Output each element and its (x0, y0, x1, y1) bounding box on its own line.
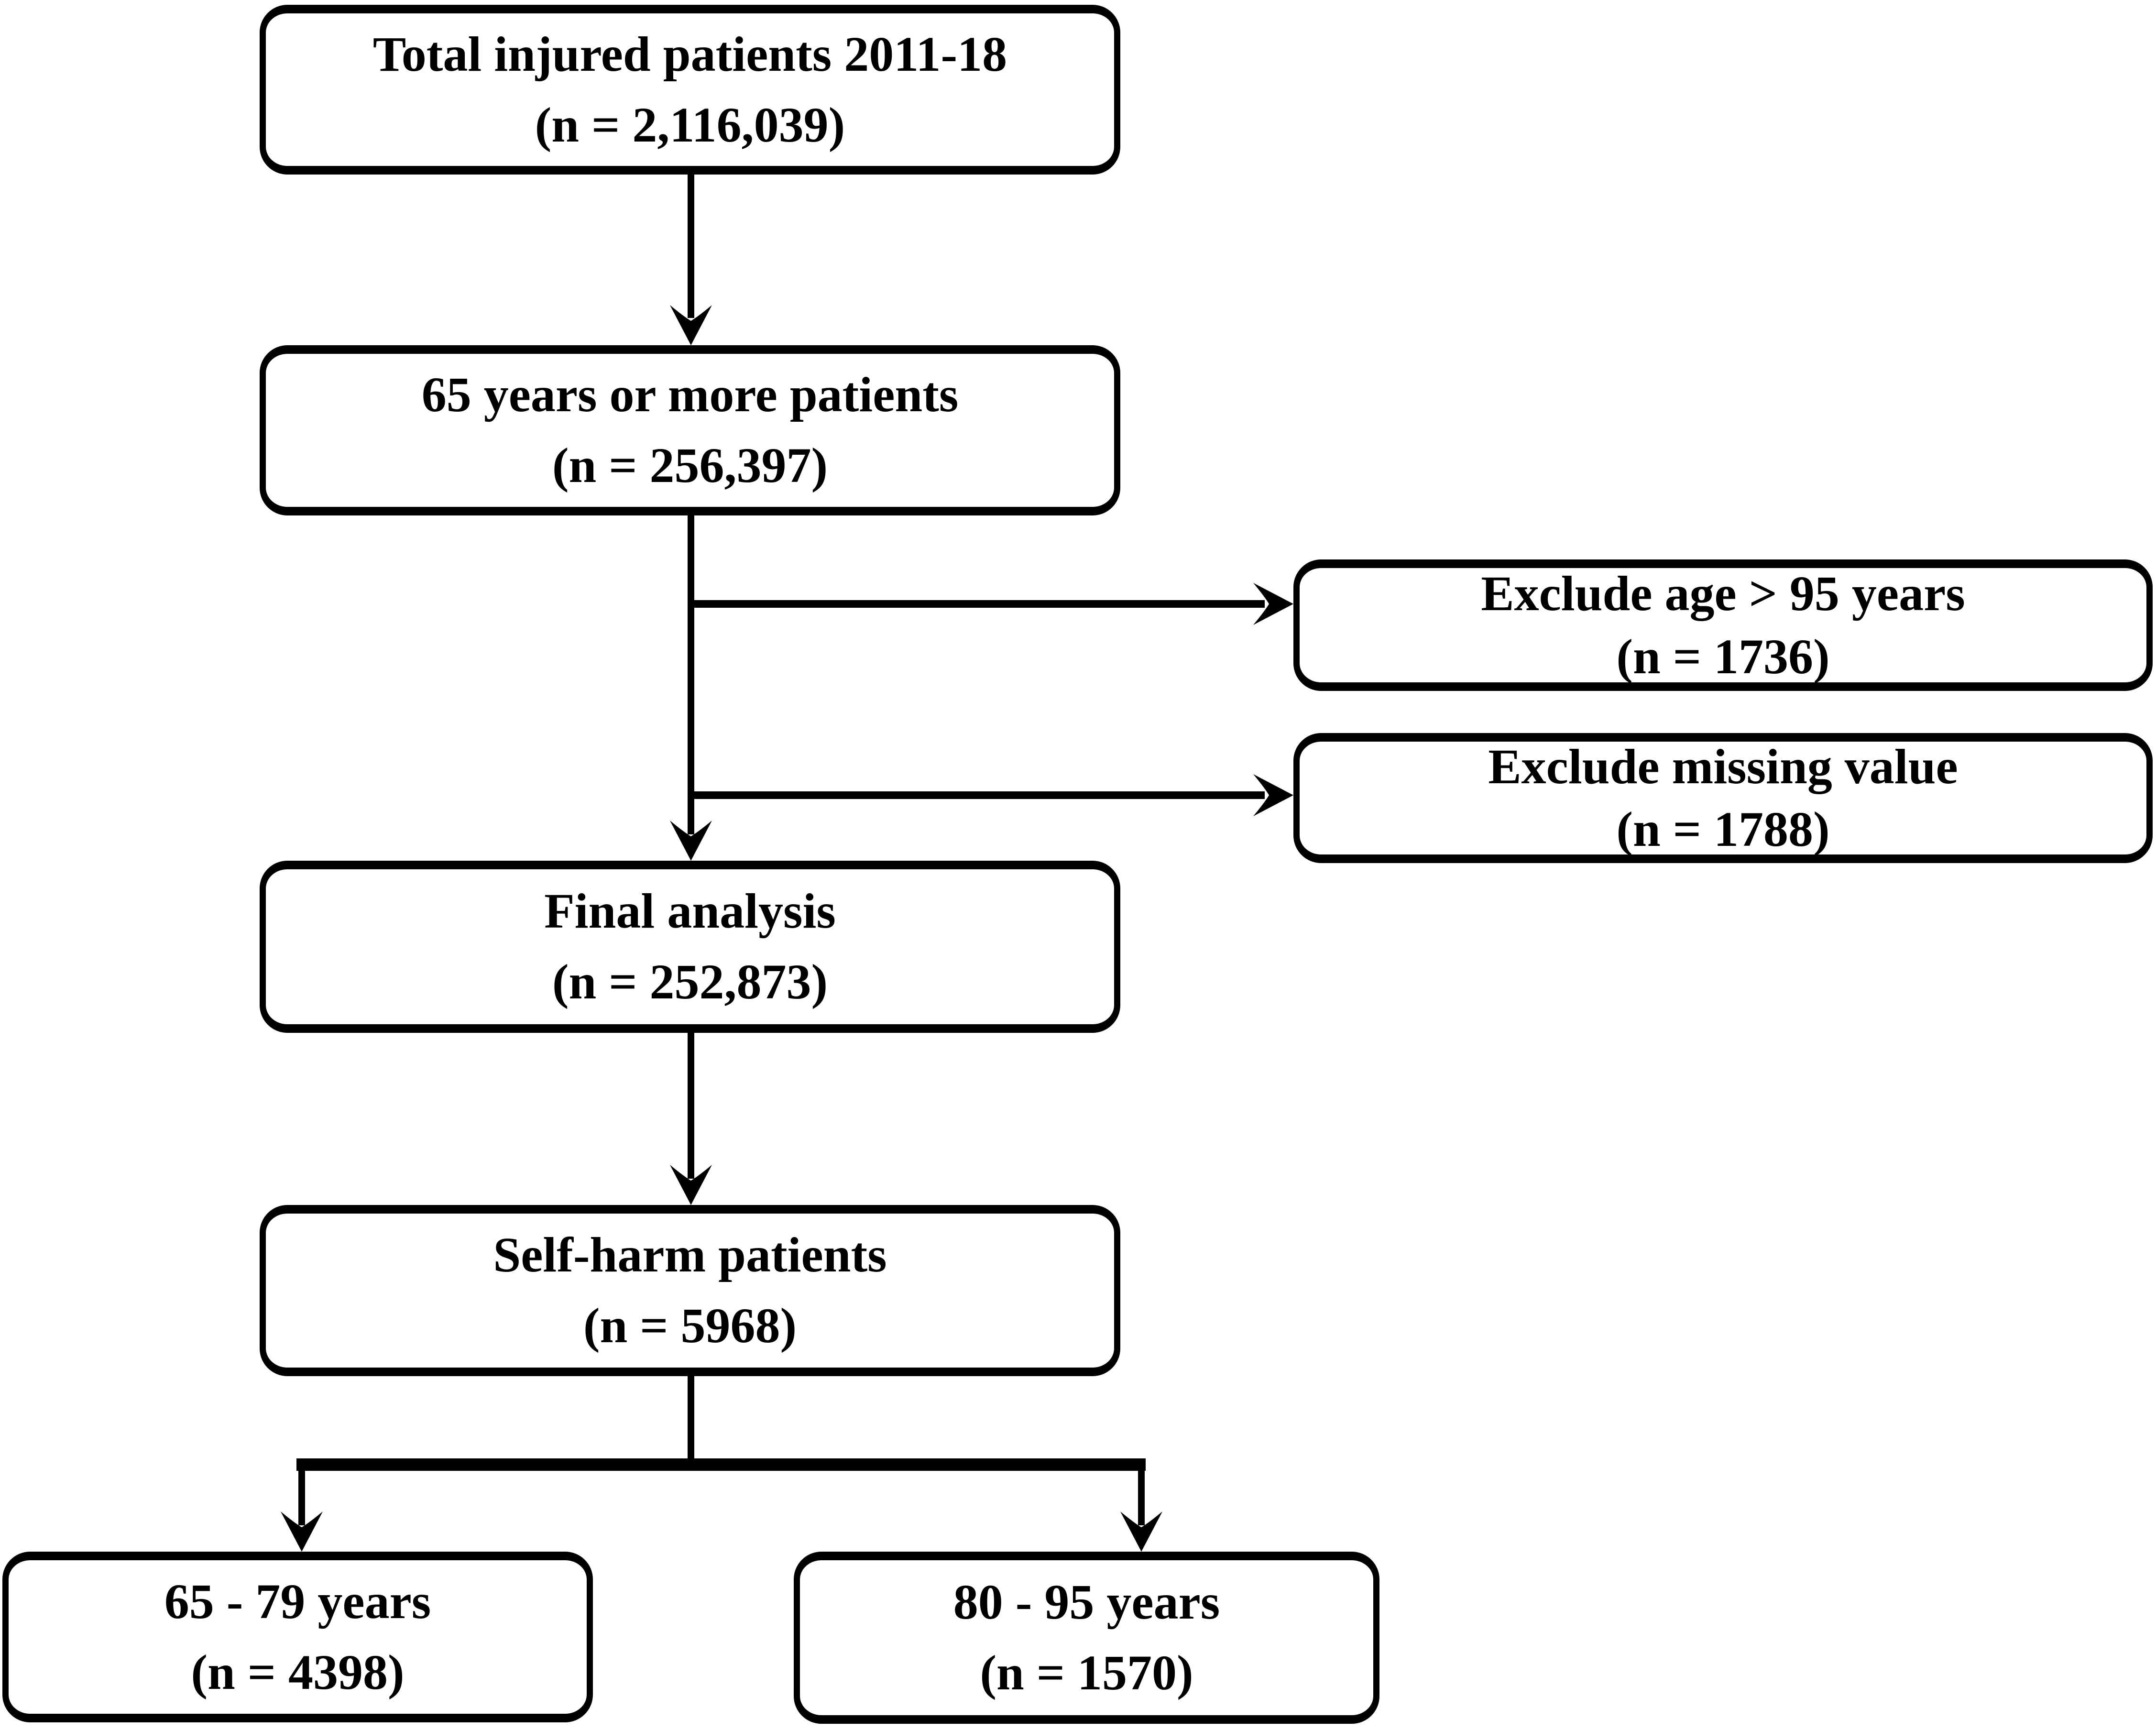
node-label: Exclude age > 95 years (1481, 566, 1965, 622)
node-label: Self-harm patients (493, 1227, 887, 1283)
node-label: Exclude missing value (1488, 739, 1958, 794)
node-count: (n = 2,116,039) (535, 97, 845, 153)
node-label: 65 - 79 years (164, 1574, 431, 1629)
node-label: Final analysis (544, 884, 836, 939)
node-count: (n = 1570) (980, 1645, 1193, 1700)
node-total-injured-patients: Total injured patients 2011-18 (n = 2,11… (260, 5, 1120, 175)
node-count: (n = 1736) (1616, 629, 1830, 684)
node-65-79-years: 65 - 79 years (n = 4398) (2, 1552, 593, 1722)
node-count: (n = 256,397) (552, 438, 828, 493)
node-count: (n = 4398) (191, 1644, 405, 1700)
arrow-final-to-selfharm-head-icon (670, 1165, 712, 1205)
node-final-analysis: Final analysis (n = 252,873) (260, 861, 1120, 1033)
node-count: (n = 5968) (583, 1298, 797, 1353)
arrow-to-exclude-missing-head-icon (1253, 774, 1293, 816)
arrow-to-6579-head-icon (281, 1511, 323, 1552)
node-exclude-age-over-95: Exclude age > 95 years (n = 1736) (1293, 559, 2153, 691)
node-exclude-missing-value: Exclude missing value (n = 1788) (1293, 733, 2153, 863)
node-label: 80 - 95 years (953, 1575, 1220, 1630)
arrow-total-to-65plus-head-icon (670, 305, 712, 345)
arrow-65plus-to-final-head-icon (670, 821, 712, 861)
arrow-to-8095-head-icon (1120, 1511, 1162, 1552)
node-80-95-years: 80 - 95 years (n = 1570) (794, 1552, 1379, 1724)
node-count: (n = 1788) (1616, 802, 1830, 857)
node-self-harm-patients: Self-harm patients (n = 5968) (260, 1205, 1120, 1376)
node-65-years-or-more: 65 years or more patients (n = 256,397) (260, 345, 1120, 515)
arrow-to-exclude-age-head-icon (1253, 583, 1293, 625)
node-label: Total injured patients 2011-18 (372, 26, 1007, 82)
node-label: 65 years or more patients (421, 367, 959, 423)
node-count: (n = 252,873) (552, 954, 828, 1009)
